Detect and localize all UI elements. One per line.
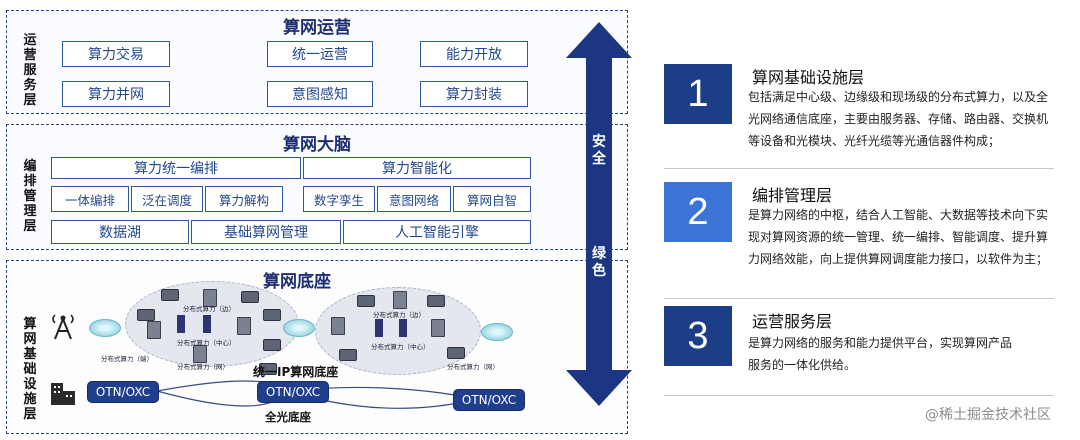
otn-node-1[interactable]: OTN/OXC [257,381,329,403]
legend-title-2: 编排管理层 [752,186,833,205]
legend-title-1: 算网基础设施层 [752,68,865,87]
otn-node-0[interactable]: OTN/OXC [87,381,159,403]
ip-base-label: 统一IP算网底座 [253,365,339,379]
operation-layer: 算网运营 运营服务层 算力交易 统一运营 能力开放 算力并网 意图感知 算力封装 [6,10,628,114]
legend-desc-3: 是算力网络的服务和能力提供平台，实现算网产品服务的一体化供给。 [748,336,1013,372]
right-cloud-label-edge: 分布式算力（边） [373,311,425,319]
server-icon [147,321,161,339]
otn-node-2[interactable]: OTN/OXC [453,389,525,411]
node-icon [161,289,179,301]
left-cloud-label-left: 分布式算力（端） [101,355,153,363]
brain-row3-1[interactable]: 基础算网管理 [191,220,341,244]
base-layer: 算网底座 算网基础设施层 分布式算力（边） 分布式算力（中心） 分布式算力（网）… [6,260,628,434]
router-icon [283,319,315,337]
server-icon [193,345,207,363]
router-icon [89,319,121,337]
security-green-double-arrow [566,22,632,406]
base-side-label: 算网基础设施层 [23,317,37,422]
brain-row2-3[interactable]: 数字孪生 [303,186,375,212]
legend-desc-1: 包括满足中心级、边缘级和现场级的分布式算力，以及全光网络通信底座，主要由服务器、… [748,90,1049,148]
building-icon [51,383,75,405]
brain-layer: 算网大脑 编排管理层 算力统一编排 算力智能化 一体编排 泛在调度 算力解构 数… [6,124,628,250]
brain-side-label: 编排管理层 [23,159,37,234]
left-cloud-label-edge: 分布式算力（边） [183,305,235,313]
core-server-icon [375,319,383,337]
server-icon [331,317,345,335]
divider [664,298,1054,299]
node-icon [447,347,465,359]
node-icon [357,295,375,307]
op-item-4[interactable]: 意图感知 [267,81,373,107]
node-icon [263,339,281,351]
brain-row2-4[interactable]: 意图网络 [377,186,451,212]
brain-row1-1[interactable]: 算力智能化 [303,157,531,179]
legend-number-3: 3 [664,306,732,366]
antenna-tower-icon [52,314,74,340]
arrow-label-green: 绿色 [592,246,606,279]
left-cloud-label-center: 分布式算力（中心） [177,339,236,347]
op-item-3[interactable]: 算力并网 [62,81,170,107]
server-icon [237,317,251,335]
node-icon [241,291,259,303]
server-icon [431,319,445,337]
node-icon [263,309,281,321]
op-item-0[interactable]: 算力交易 [62,41,170,67]
op-item-2[interactable]: 能力开放 [420,41,528,67]
node-icon [259,363,277,375]
right-cloud-label-bottom: 分布式算力（网） [447,363,499,371]
operation-side-label: 运营服务层 [23,33,37,108]
core-server-icon [399,319,407,337]
op-item-1[interactable]: 统一运营 [267,41,373,67]
divider [664,395,1054,396]
legend-number-1: 1 [664,64,732,124]
optical-base-label: 全光底座 [265,410,311,424]
legend-desc-2: 是算力网络的中枢，结合人工智能、大数据等技术向下实现对算网资源的统一管理、统一编… [748,208,1049,266]
node-icon [137,309,155,321]
brain-row2-5[interactable]: 算网自智 [453,186,531,212]
base-title: 算网底座 [263,272,331,292]
core-server-icon [177,315,185,333]
arrow-label-security: 安全 [592,134,606,167]
brain-row2-2[interactable]: 算力解构 [205,186,283,212]
brain-row3-2[interactable]: 人工智能引擎 [343,220,531,244]
brain-row2-1[interactable]: 泛在调度 [131,186,203,212]
brain-row2-0[interactable]: 一体编排 [51,186,129,212]
server-icon [393,291,407,309]
node-icon [427,295,445,307]
right-cloud-label-center: 分布式算力（中心） [371,343,430,351]
left-cloud-label-bottom: 分布式算力（网） [177,363,229,371]
brain-title: 算网大脑 [283,135,351,155]
op-item-5[interactable]: 算力封装 [420,81,528,107]
watermark: @稀土掘金技术社区 [925,407,1051,423]
node-icon [339,349,357,361]
operation-title: 算网运营 [283,18,351,38]
divider [664,168,1054,169]
brain-row3-0[interactable]: 数据湖 [51,220,189,244]
brain-row1-0[interactable]: 算力统一编排 [51,157,301,179]
legend-number-2: 2 [664,182,732,242]
server-icon [203,289,217,307]
router-icon [481,323,513,341]
core-server-icon [203,315,211,333]
legend-title-3: 运营服务层 [752,312,833,331]
optical-ring [156,380,478,409]
